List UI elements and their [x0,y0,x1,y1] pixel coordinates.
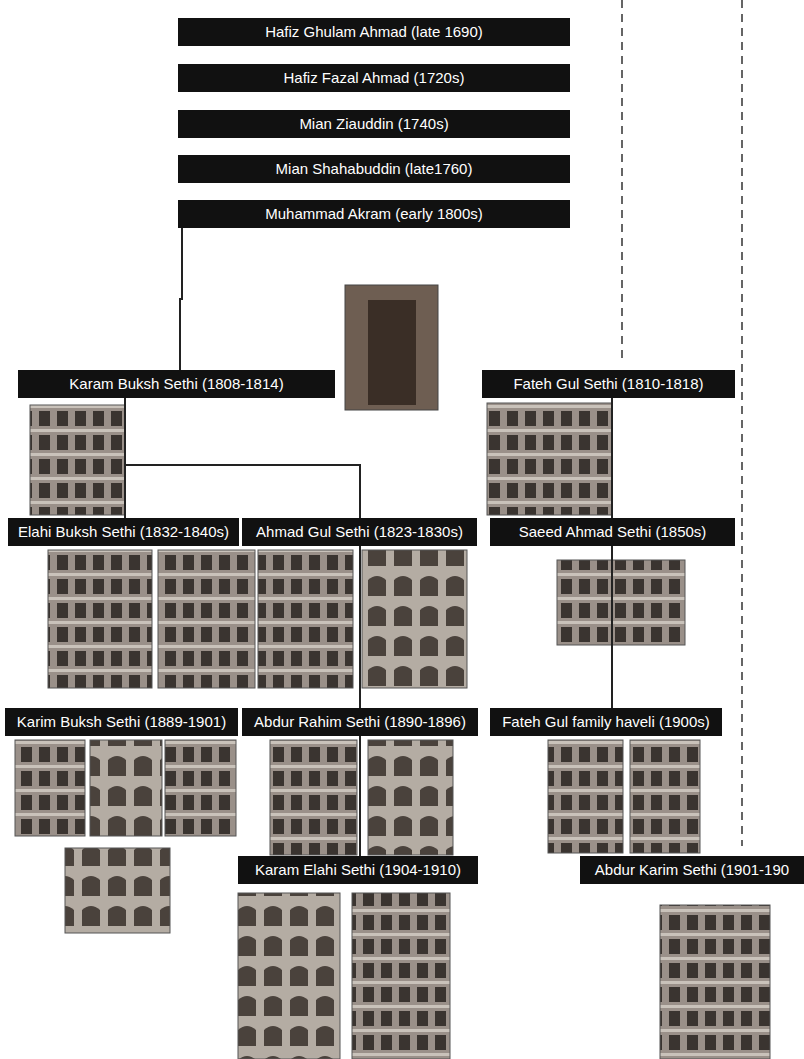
person-box: Abdur Karim Sethi (1901-190 [580,856,804,884]
person-name: Karam Elahi Sethi (1904-1910) [255,861,461,879]
building-photo [548,740,623,853]
person-name: Mian Ziauddin (1740s) [299,115,448,133]
person-name: Abdur Rahim Sethi (1890-1896) [254,713,466,731]
person-name: Karam Buksh Sethi (1808-1814) [69,375,283,393]
person-name: Karim Buksh Sethi (1889-1901) [17,713,226,731]
person-box: Fateh Gul Sethi (1810-1818) [482,370,735,398]
building-photo [557,560,685,645]
person-box: Ahmad Gul Sethi (1823-1830s) [242,518,477,546]
building-photo [30,405,125,515]
building-photo [48,550,152,688]
door-photo [345,285,438,410]
person-box: Mian Ziauddin (1740s) [178,110,570,138]
building-photo [660,905,770,1059]
person-name: Muhammad Akram (early 1800s) [265,205,483,223]
person-name: Hafiz Fazal Ahmad (1720s) [284,69,465,87]
building-photo [165,740,236,836]
lineage-line [359,546,361,708]
building-photo [362,550,467,688]
person-box: Karim Buksh Sethi (1889-1901) [5,708,238,736]
person-box: Abdur Rahim Sethi (1890-1896) [242,708,478,736]
building-photo [258,550,353,688]
building-photo [65,848,170,933]
person-box: Hafiz Fazal Ahmad (1720s) [178,64,570,92]
dashed-divider [741,0,743,846]
person-name: Abdur Karim Sethi (1901-190 [595,861,789,879]
person-name: Fateh Gul family haveli (1900s) [502,713,710,731]
building-photo [487,403,612,515]
lineage-line [180,228,182,370]
person-name: Ahmad Gul Sethi (1823-1830s) [256,523,463,541]
person-box: Mian Shahabuddin (late1760) [178,155,570,183]
lineage-line [611,398,613,518]
building-photo [158,550,255,688]
building-photo [238,893,340,1059]
person-box: Saeed Ahmad Sethi (1850s) [490,518,735,546]
building-photo [352,893,450,1059]
person-box: Elahi Buksh Sethi (1832-1840s) [8,518,239,546]
person-name: Elahi Buksh Sethi (1832-1840s) [18,523,229,541]
person-box: Fateh Gul family haveli (1900s) [490,708,722,736]
person-name: Fateh Gul Sethi (1810-1818) [513,375,703,393]
person-name: Saeed Ahmad Sethi (1850s) [519,523,707,541]
person-box: Karam Elahi Sethi (1904-1910) [238,856,478,884]
person-box: Muhammad Akram (early 1800s) [178,200,570,228]
building-photo [368,740,453,855]
dashed-divider [621,0,623,360]
person-box: Karam Buksh Sethi (1808-1814) [18,370,335,398]
person-name: Hafiz Ghulam Ahmad (late 1690) [265,23,483,41]
building-photo [630,740,700,853]
person-box: Hafiz Ghulam Ahmad (late 1690) [178,18,570,46]
building-photo [270,740,357,855]
person-name: Mian Shahabuddin (late1760) [276,160,473,178]
building-photo [90,740,162,836]
door-photo [368,300,416,405]
lineage-line [611,546,613,708]
lineage-line [125,398,360,518]
building-photo [15,740,85,836]
lineage-line [359,736,361,856]
